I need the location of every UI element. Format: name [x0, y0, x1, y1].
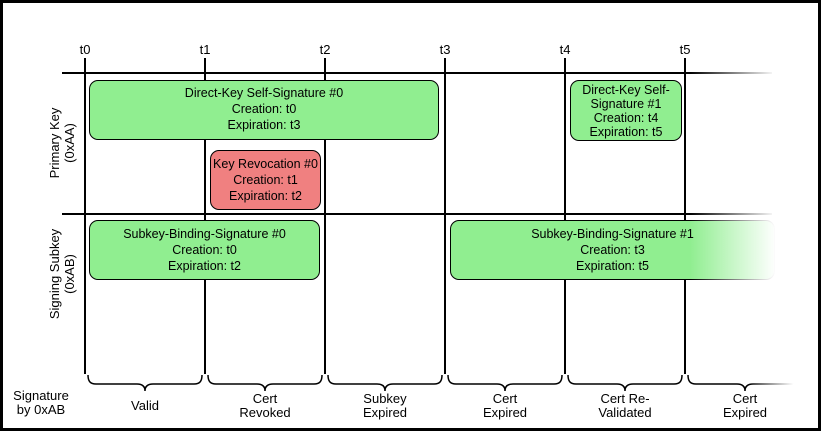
tick-label-t3: t3	[439, 42, 451, 57]
brace-valid	[87, 374, 203, 392]
brace-subkey-expired	[327, 374, 443, 392]
brace-fade	[750, 368, 812, 391]
box-expiration: Expiration: t3	[227, 118, 301, 132]
row-label-primary-key: Primary Key (0xAA)	[47, 107, 77, 179]
box-title: Subkey-Binding-Signature #0	[123, 227, 286, 241]
signature-axis-label: Signature by 0xAB	[13, 388, 69, 417]
brace-cert-revalidated	[567, 374, 683, 392]
box-direct-key-self-signature-1: Direct-Key Self-Signature #1 Creation: t…	[570, 80, 682, 141]
brace-cert-revoked	[207, 374, 323, 392]
phase-label-valid: Valid	[131, 398, 159, 413]
tick-label-t2: t2	[319, 42, 331, 57]
tick-label-t1: t1	[199, 42, 211, 57]
phase-label-subkey-expired: Subkey Expired	[362, 391, 408, 420]
phase-label-cert-revoked: Cert Revoked	[239, 391, 291, 420]
box-creation: Creation: t4	[593, 111, 659, 125]
box-direct-key-self-signature-0: Direct-Key Self-Signature #0 Creation: t…	[89, 80, 439, 140]
box-expiration: Expiration: t2	[229, 189, 302, 203]
box-expiration: Expiration: t2	[168, 259, 241, 273]
box-creation: Creation: t0	[172, 243, 237, 257]
brace-cert-expired-1	[447, 374, 563, 392]
phase-label-cert-expired-1: Cert Expired	[482, 391, 528, 420]
box-creation: Creation: t0	[231, 102, 297, 116]
box-creation: Creation: t1	[233, 173, 298, 187]
box-creation: Creation: t3	[580, 243, 645, 257]
tick-label-t4: t4	[559, 42, 571, 57]
box-title: Direct-Key Self-Signature #0	[184, 86, 344, 100]
box-title: Subkey-Binding-Signature #1	[531, 227, 694, 241]
box-key-revocation-0: Key Revocation #0 Creation: t1 Expiratio…	[210, 150, 321, 210]
box-expiration: Expiration: t5	[576, 259, 649, 273]
box-title: Direct-Key Self-Signature #1	[582, 83, 670, 111]
tick-label-t0: t0	[79, 42, 91, 57]
row-label-signing-subkey: Signing Subkey (0xAB)	[47, 228, 77, 320]
box-title: Key Revocation #0	[213, 157, 318, 171]
tick-label-t5: t5	[679, 42, 691, 57]
box-expiration: Expiration: t5	[589, 125, 663, 139]
box-subkey-binding-signature-0: Subkey-Binding-Signature #0 Creation: t0…	[89, 220, 320, 280]
right-edge-fade	[690, 56, 800, 370]
phase-label-cert-expired-2: Cert Expired	[722, 391, 768, 420]
phase-label-cert-revalidated: Cert Re- Validated	[598, 391, 652, 420]
